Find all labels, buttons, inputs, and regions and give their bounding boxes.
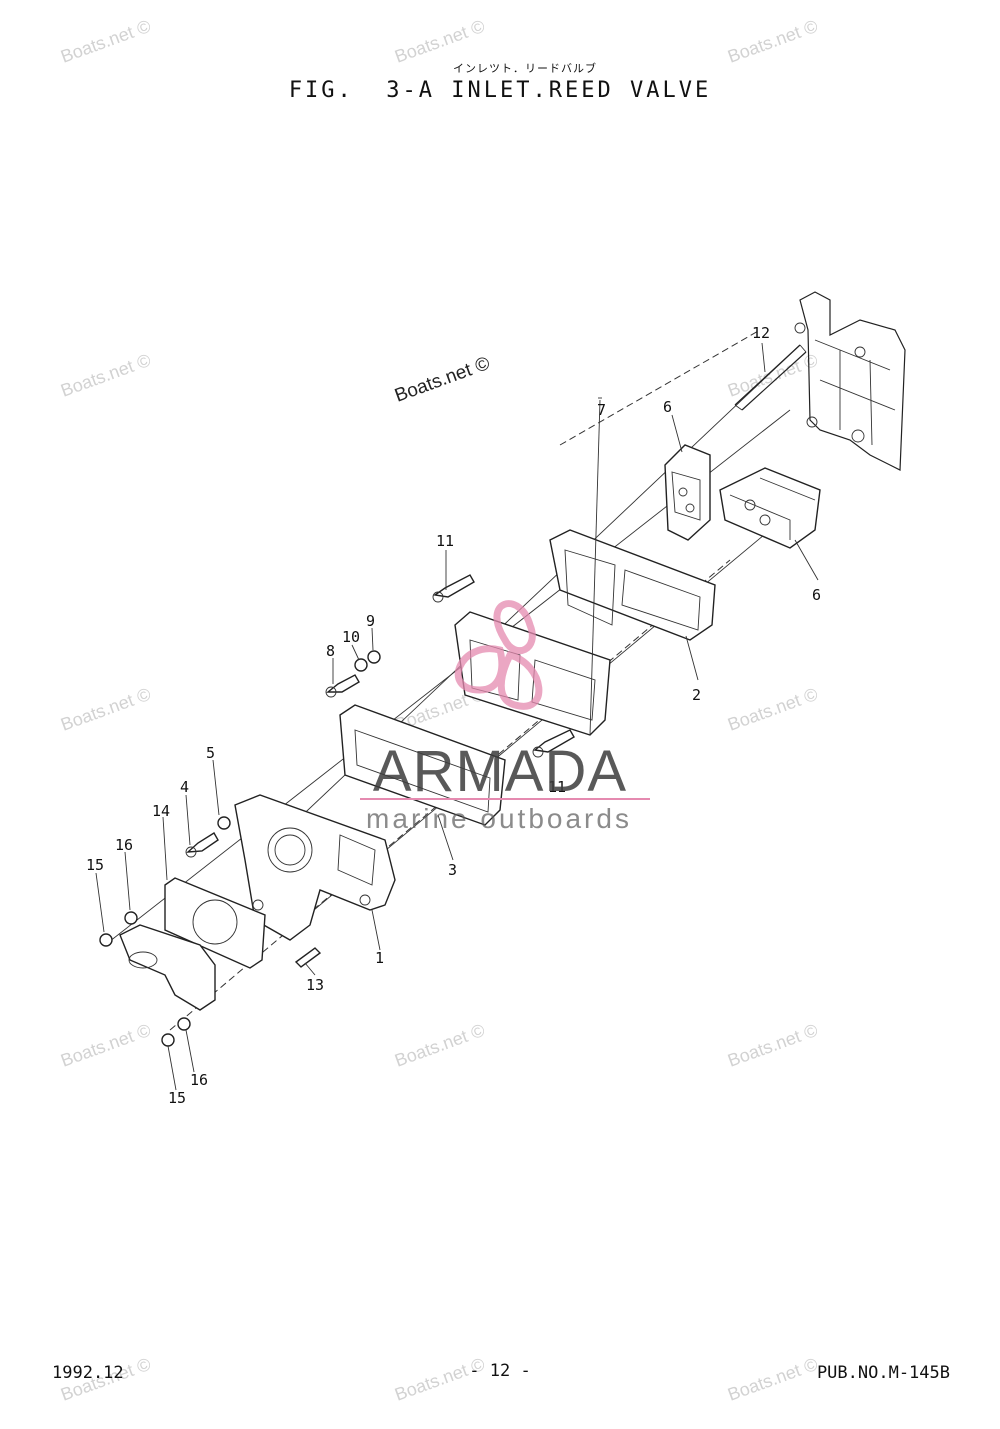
- callout-label: 4: [180, 778, 189, 796]
- footer-date: 1992.12: [52, 1363, 124, 1383]
- callout-label: 14: [152, 802, 170, 820]
- armada-logo-tagline: marine outboards: [366, 803, 632, 834]
- nut: [99, 933, 113, 947]
- callout-label: 13: [306, 976, 324, 994]
- stud-bolt: [734, 344, 807, 411]
- footer-publication-number: PUB.NO.M-145B: [816, 1363, 950, 1383]
- callout-label: 7: [597, 401, 606, 419]
- callout-label: 2: [692, 686, 701, 704]
- footer-page-number: - 12 -: [469, 1361, 531, 1381]
- center-line: [559, 329, 761, 446]
- armada-logo-mark: [454, 600, 543, 710]
- callout-label: 12: [752, 324, 770, 342]
- inlet-gasket: [339, 704, 506, 826]
- callout-label: 8: [326, 642, 335, 660]
- callout-label: 15: [86, 856, 104, 874]
- washer: [124, 911, 138, 925]
- leader-lines: [95, 342, 819, 1091]
- armada-logo-rule: [360, 798, 650, 800]
- callout-label: 16: [115, 836, 133, 854]
- callout-label: 11: [548, 778, 566, 796]
- callout-label: 6: [663, 398, 672, 416]
- reed-valve-assembly: [719, 467, 821, 549]
- callout-label: 9: [366, 612, 375, 630]
- nut: [367, 650, 381, 664]
- bolt: [532, 729, 575, 758]
- figure-title: FIG. 3-A INLET.REED VALVE: [288, 78, 712, 103]
- callout-label: 15: [168, 1089, 186, 1107]
- bolt: [325, 674, 360, 698]
- callout-label: 16: [190, 1071, 208, 1089]
- crankcase-section: [794, 291, 906, 471]
- armada-logo-name: ARMADA: [372, 739, 628, 804]
- carburetor-flange: [119, 924, 216, 1011]
- reed-valve-assembly: [664, 444, 711, 541]
- callout-label: 10: [342, 628, 360, 646]
- washer: [217, 816, 231, 830]
- callout-label: 3: [448, 861, 457, 879]
- washer: [177, 1017, 191, 1031]
- callout-label: 1: [375, 949, 384, 967]
- carburetor-gasket: [164, 877, 266, 969]
- bolt: [432, 574, 475, 603]
- reed-valve-gasket: [549, 529, 716, 641]
- callout-label: 11: [436, 532, 454, 550]
- nut: [161, 1033, 175, 1047]
- figure-subtitle-japanese: インレツト．リードバルブ: [453, 62, 597, 75]
- washer: [354, 658, 368, 672]
- stud-bolt: [294, 947, 322, 968]
- bolt: [185, 832, 219, 858]
- callout-label: 6: [812, 586, 821, 604]
- callout-label: 5: [206, 744, 215, 762]
